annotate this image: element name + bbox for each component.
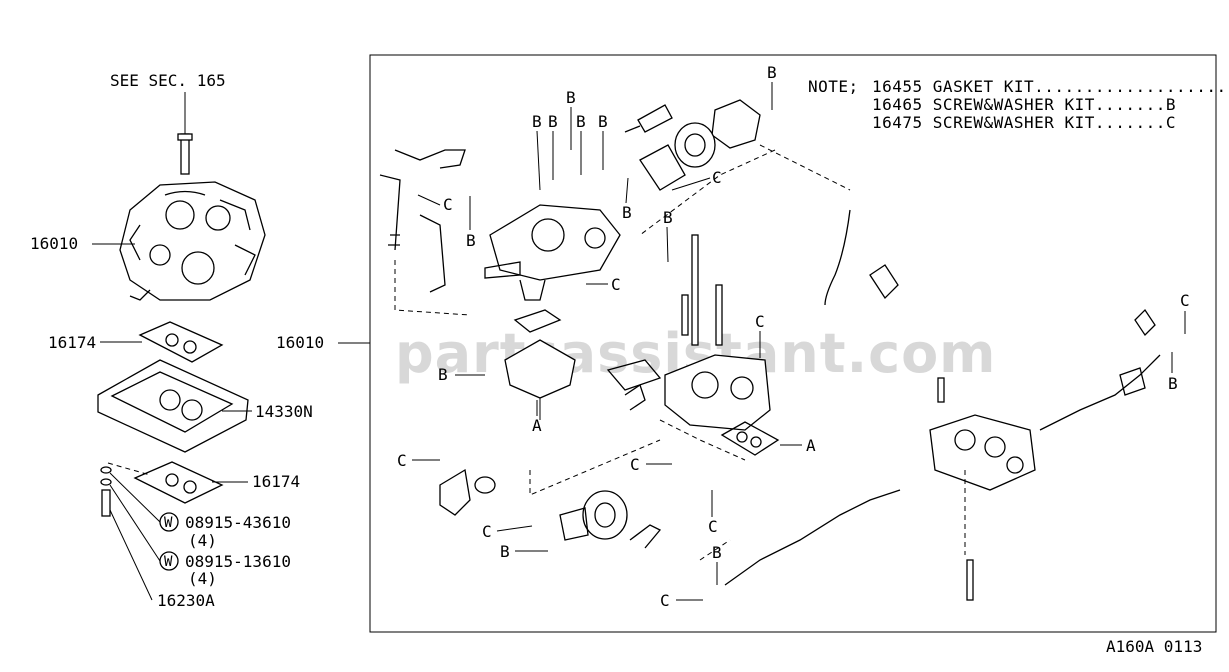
callout-c: C xyxy=(397,451,407,470)
washer-bolt-stack-icon xyxy=(100,466,112,517)
callout-b: B xyxy=(598,112,608,131)
throttle-body-icon xyxy=(929,414,1036,491)
callout-b: B xyxy=(1168,374,1178,393)
assembly-dashed-guides xyxy=(394,144,966,561)
choke-link-icon xyxy=(394,149,466,169)
callout-b: B xyxy=(767,63,777,82)
callout-b: B xyxy=(566,88,576,107)
part-16174-bottom-label: 16174 xyxy=(252,472,300,491)
part-08915-13610-label: 08915-13610 xyxy=(185,552,291,571)
carburetor-upper-body-icon xyxy=(484,204,621,301)
part-08915-13610-qty: (4) xyxy=(188,569,217,588)
w-symbol-43610: W xyxy=(164,515,173,531)
callout-leaders xyxy=(412,82,1186,601)
base-gasket-icon xyxy=(720,421,780,456)
callout-c: C xyxy=(1180,291,1190,310)
screw-stack-icon xyxy=(681,234,974,601)
part-16230a-label: 16230A xyxy=(157,591,215,610)
washer-43610-leader xyxy=(109,472,161,523)
pump-diaphragm-icon xyxy=(504,339,576,420)
note-line-1: 16455 GASKET KIT........................… xyxy=(872,77,1229,96)
w-symbol-13610: W xyxy=(164,554,173,570)
insulator-14330n-icon xyxy=(97,359,249,453)
callout-b: B xyxy=(663,208,673,227)
callout-b: B xyxy=(548,112,558,131)
callout-a: A xyxy=(532,416,542,435)
note-line-3: 16475 SCREW&WASHER KIT.......C xyxy=(872,113,1176,132)
part-16010-main-label: 16010 xyxy=(276,333,324,352)
callout-c: C xyxy=(630,455,640,474)
callout-c: C xyxy=(755,312,765,331)
part-08915-43610-label: 08915-43610 xyxy=(185,513,291,532)
carburetor-main-body-icon xyxy=(606,354,771,431)
figure-code: A160A 0113 xyxy=(1106,637,1202,656)
callout-c: C xyxy=(611,275,621,294)
callout-c: C xyxy=(708,517,718,536)
connector-icon xyxy=(1134,308,1156,337)
w-marker-13610 xyxy=(159,551,179,571)
bolt-16230a-leader xyxy=(109,509,153,601)
part-08915-43610-qty: (4) xyxy=(188,531,217,550)
choke-diaphragm-icon xyxy=(624,99,761,191)
note-prefix: NOTE; xyxy=(808,77,859,96)
callout-c: C xyxy=(482,522,492,541)
part-16174-top-label: 16174 xyxy=(48,333,96,352)
callout-b: B xyxy=(500,542,510,561)
lever-icon xyxy=(1119,367,1146,396)
gasket-16174-bottom-icon xyxy=(133,461,224,504)
callout-c: C xyxy=(712,168,722,187)
mount-plate-icon xyxy=(869,264,899,300)
callout-b: B xyxy=(622,203,632,222)
gasket-dashed-guide xyxy=(107,462,151,476)
callout-c: C xyxy=(443,195,453,214)
spring-rod-icon xyxy=(379,174,401,251)
callout-b: B xyxy=(466,231,476,250)
callout-b: B xyxy=(576,112,586,131)
washer-13610-leader xyxy=(109,484,161,562)
note-line-2: 16465 SCREW&WASHER KIT.......B xyxy=(872,95,1176,114)
part-16010-left-label: 16010 xyxy=(30,234,78,253)
bracket-left-icon xyxy=(439,468,496,516)
w-marker-43610 xyxy=(159,512,179,532)
linkage-rod-icon xyxy=(419,214,446,293)
gasket-16174-top-icon xyxy=(138,321,224,363)
callout-c: C xyxy=(660,591,670,610)
callout-b: B xyxy=(712,543,722,562)
part-14330n-label: 14330N xyxy=(255,402,313,421)
fuel-hose-icon xyxy=(824,209,851,306)
carburetor-assembly-icon xyxy=(119,181,266,301)
callout-a: A xyxy=(806,436,816,455)
linkage-chain-icon xyxy=(724,354,1161,586)
callout-b: B xyxy=(438,365,448,384)
callout-labels: B B B B B B B B B B B B B C C C C C C C … xyxy=(397,63,1190,610)
float-bracket-icon xyxy=(513,309,562,333)
carburetor-stud xyxy=(177,133,193,175)
callout-b: B xyxy=(532,112,542,131)
see-sec-label: SEE SEC. 165 xyxy=(110,71,226,90)
vacuum-actuator-icon xyxy=(559,490,662,549)
